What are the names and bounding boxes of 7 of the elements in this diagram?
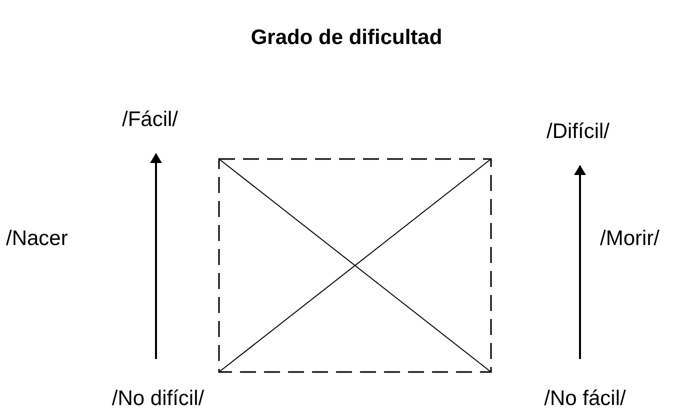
term-label: /No difícil/ xyxy=(112,388,204,408)
title: Grado de dificultad xyxy=(250,25,444,51)
arrow xyxy=(574,165,586,359)
term-label: /Fácil/ xyxy=(122,108,178,130)
term-label: /Difícil/ xyxy=(546,120,610,142)
term-label: /No fácil/ xyxy=(544,388,626,408)
arrow xyxy=(150,153,162,359)
